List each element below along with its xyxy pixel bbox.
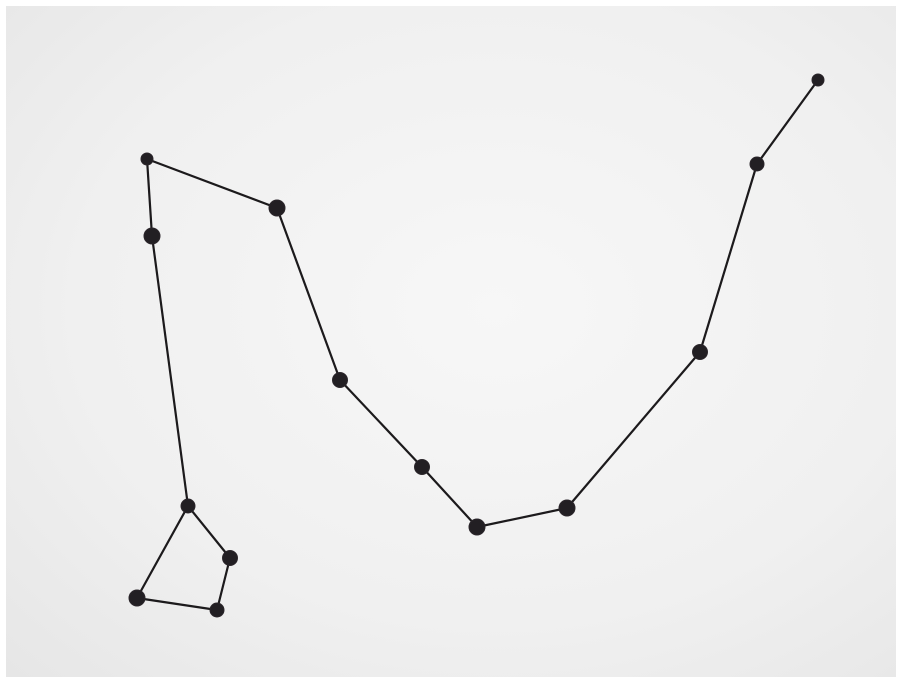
node-n3 [693,345,708,360]
edge-n9-n10 [147,159,152,236]
node-n5 [469,519,485,535]
edge-n1-n2 [757,80,818,164]
edge-n3-n4 [567,352,700,508]
node-n2 [750,157,764,171]
edge-n10-n11 [152,236,188,506]
edge-n8-n9 [147,159,277,208]
node-n6 [415,460,430,475]
edge-n12-n13 [188,506,230,558]
edge-n6-n7 [340,380,422,467]
node-n4 [559,500,575,516]
edge-n13-n14 [217,558,230,610]
node-n15 [129,590,145,606]
node-n13 [223,551,238,566]
node-n9 [141,153,153,165]
edge-n14-n15 [137,598,217,610]
node-n10 [144,228,160,244]
node-n11 [181,499,195,513]
node-n14 [210,603,224,617]
node-n1 [812,74,824,86]
edge-n7-n8 [277,208,340,380]
node-n7 [333,373,348,388]
edge-n4-n5 [477,508,567,527]
edge-n2-n3 [700,164,757,352]
nodes-layer [129,74,824,617]
edge-n15-n12 [137,506,188,598]
edge-n5-n6 [422,467,477,527]
node-n8 [269,200,285,216]
